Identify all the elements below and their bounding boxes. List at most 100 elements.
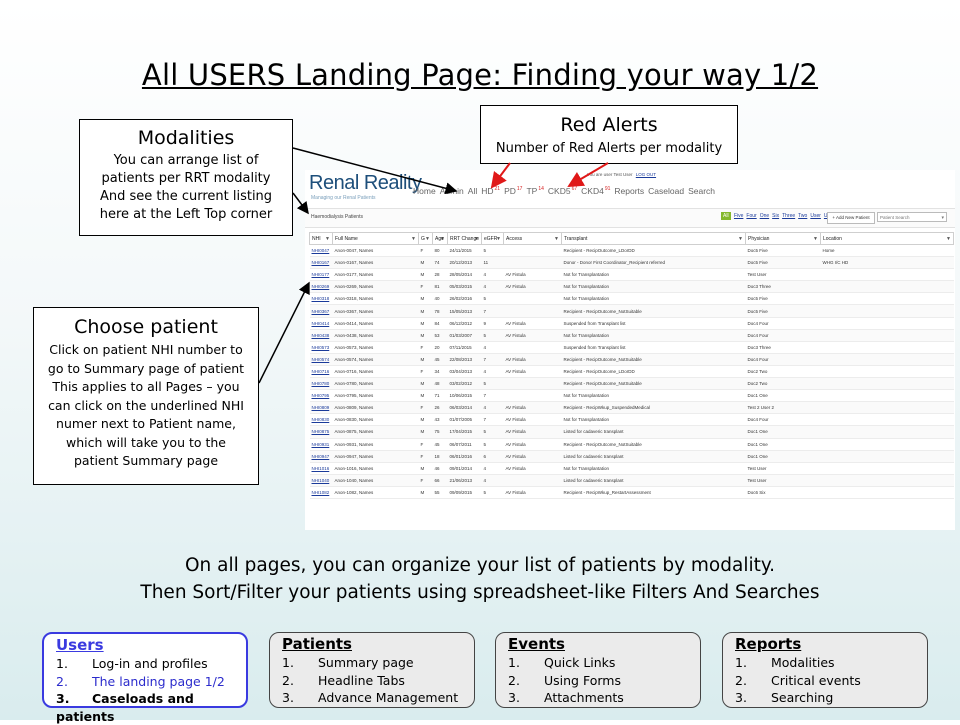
nav-item-ckd5[interactable]: CKD567 [547, 186, 578, 196]
nav-box-item[interactable]: 2.Using Forms [508, 672, 621, 688]
nav-box-item[interactable]: 2.Critical events [735, 672, 861, 688]
nav-item-all[interactable]: All [467, 186, 478, 196]
nhi-link[interactable]: NHI0574 [309, 353, 333, 366]
nav-item-tp[interactable]: TP14 [526, 186, 544, 196]
nav-box-item[interactable]: 3.Searching [735, 690, 834, 705]
table-cell: Anon-0574, Names [332, 353, 419, 366]
column-header[interactable]: ▼Physician [745, 232, 821, 245]
nhi-link[interactable]: NHI0269 [309, 280, 333, 294]
nav-box-item[interactable]: 2.Headline Tabs [282, 672, 405, 688]
tab-all[interactable]: All [721, 212, 731, 220]
brand[interactable]: Renal Reality Managing our Renal Patient… [309, 172, 422, 201]
nav-item-reports[interactable]: Reports [614, 186, 645, 196]
nav-box-item[interactable]: 1.Summary page [282, 655, 414, 670]
nav-box-patients[interactable]: Patients 1.Summary page 2.Headline Tabs … [269, 632, 475, 708]
filter-icon[interactable]: ▼ [425, 235, 430, 242]
table-cell: Anon-1040, Names [332, 474, 419, 487]
nav-box-users[interactable]: Users 1.Log-in and profiles 2.The landin… [42, 632, 248, 724]
nhi-link[interactable]: NHI0875 [309, 425, 333, 439]
nav-item-home[interactable]: Home [413, 186, 436, 196]
nav-box-reports[interactable]: Reports 1.Modalities 2.Critical events 3… [722, 632, 928, 708]
nav-item-hd[interactable]: HD21 [481, 186, 501, 196]
nhi-link[interactable]: NHI0167 [309, 256, 333, 270]
table-cell: 7 [481, 304, 504, 318]
nav-box-item[interactable]: 1.Quick Links [508, 655, 616, 670]
column-header[interactable]: ▼Location [820, 232, 954, 245]
table-cell: Anon-0047, Names [332, 244, 419, 258]
table-cell: 45 [432, 353, 448, 366]
nhi-link[interactable]: NHI0177 [309, 268, 333, 282]
filter-icon[interactable]: ▼ [946, 235, 951, 242]
nav-box-title[interactable]: Users [56, 636, 104, 654]
tab-six[interactable]: Six [772, 213, 780, 219]
nav-box-title[interactable]: Events [508, 635, 565, 653]
filter-icon[interactable]: ▼ [325, 235, 330, 242]
nhi-link[interactable]: NHI0438 [309, 329, 333, 342]
nhi-link[interactable]: NHI0367 [309, 304, 333, 318]
tab-five[interactable]: Five [733, 213, 744, 219]
nav-item-search[interactable]: Search [688, 186, 716, 196]
nhi-link[interactable]: NHI0047 [309, 244, 333, 258]
nav-box-item-current[interactable]: 2.The landing page 1/2 [56, 673, 225, 689]
tab-one[interactable]: One [759, 213, 770, 219]
table-cell: Doc3 Three [745, 341, 821, 354]
column-header[interactable]: ▼NHI [309, 232, 333, 245]
filter-icon[interactable]: ▼ [411, 235, 416, 242]
nav-box-title[interactable]: Patients [282, 635, 352, 653]
arrow-red-alert [567, 162, 609, 188]
column-header[interactable]: ▼Full Name [332, 232, 419, 245]
nav-box-item[interactable]: 1.Modalities [735, 655, 835, 670]
nhi-link[interactable]: NHI0795 [309, 389, 333, 403]
table-cell: Anon-0931, Names [332, 438, 419, 451]
nav-box-title[interactable]: Reports [735, 635, 802, 653]
nav-box-item[interactable]: 3.Advance Management [282, 690, 459, 705]
table-cell [503, 389, 562, 403]
nhi-link[interactable]: NHI0716 [309, 365, 333, 379]
table-cell: Anon-0573, Names [332, 341, 419, 354]
filter-icon[interactable]: ▼ [474, 235, 479, 242]
tab-user[interactable]: User [810, 213, 821, 219]
tab-three[interactable]: Three [782, 213, 796, 219]
nav-item-caseload[interactable]: Caseload [648, 186, 685, 196]
nhi-link[interactable]: NHI0931 [309, 438, 333, 451]
nav-item-pd[interactable]: PD17 [504, 186, 523, 196]
nhi-link[interactable]: NHI1016 [309, 462, 333, 475]
nav-box-item[interactable]: 1.Log-in and profiles [56, 656, 208, 671]
filter-icon[interactable]: ▼ [554, 235, 559, 242]
add-patient-button[interactable]: + Add New Patient [827, 212, 875, 224]
filter-icon[interactable]: ▼ [496, 235, 501, 242]
nhi-link[interactable]: NHI0809 [309, 401, 333, 415]
nhi-link[interactable]: NHI1082 [309, 486, 333, 499]
table-cell: M [418, 292, 433, 306]
logout-link[interactable]: LOG OUT [635, 172, 657, 177]
nhi-link[interactable]: NHI0947 [309, 450, 333, 463]
table-cell: 5 [481, 329, 504, 342]
nhi-link[interactable]: NHI1040 [309, 474, 333, 487]
filter-icon[interactable]: ▼ [738, 235, 743, 242]
nav-box-events[interactable]: Events 1.Quick Links 2.Using Forms 3.Att… [495, 632, 701, 708]
filter-icon[interactable]: ▼ [440, 235, 445, 242]
column-header[interactable]: ▼eGFR [481, 232, 504, 245]
column-header[interactable]: ▼Access [503, 232, 562, 245]
brand-logo: Renal Reality [309, 172, 422, 194]
column-header[interactable]: ▼Age [432, 232, 448, 245]
table-cell: 11 [481, 256, 504, 270]
table-cell: 03/02/2012 [447, 377, 482, 391]
lead-line-2: Then Sort/Filter your patients using spr… [140, 582, 820, 603]
nav-item-ckd4[interactable]: CKD491 [581, 186, 611, 196]
patient-search-select[interactable]: Patient Search ▾ [877, 212, 947, 222]
nhi-link[interactable]: NHI0573 [309, 341, 333, 354]
nav-box-item[interactable]: 3.Attachments [508, 690, 624, 705]
tab-four[interactable]: Four [746, 213, 757, 219]
filter-icon[interactable]: ▼ [813, 235, 818, 242]
column-header[interactable]: ▼RRT Change [447, 232, 482, 245]
nhi-link[interactable]: NHI0830 [309, 413, 333, 427]
table-cell: 9 [481, 317, 504, 330]
column-header[interactable]: ▼G [418, 232, 433, 245]
tab-two[interactable]: Two [798, 213, 808, 219]
nhi-link[interactable]: NHI0780 [309, 377, 333, 391]
nhi-link[interactable]: NHI0414 [309, 317, 333, 330]
nhi-link[interactable]: NHI0318 [309, 292, 333, 306]
